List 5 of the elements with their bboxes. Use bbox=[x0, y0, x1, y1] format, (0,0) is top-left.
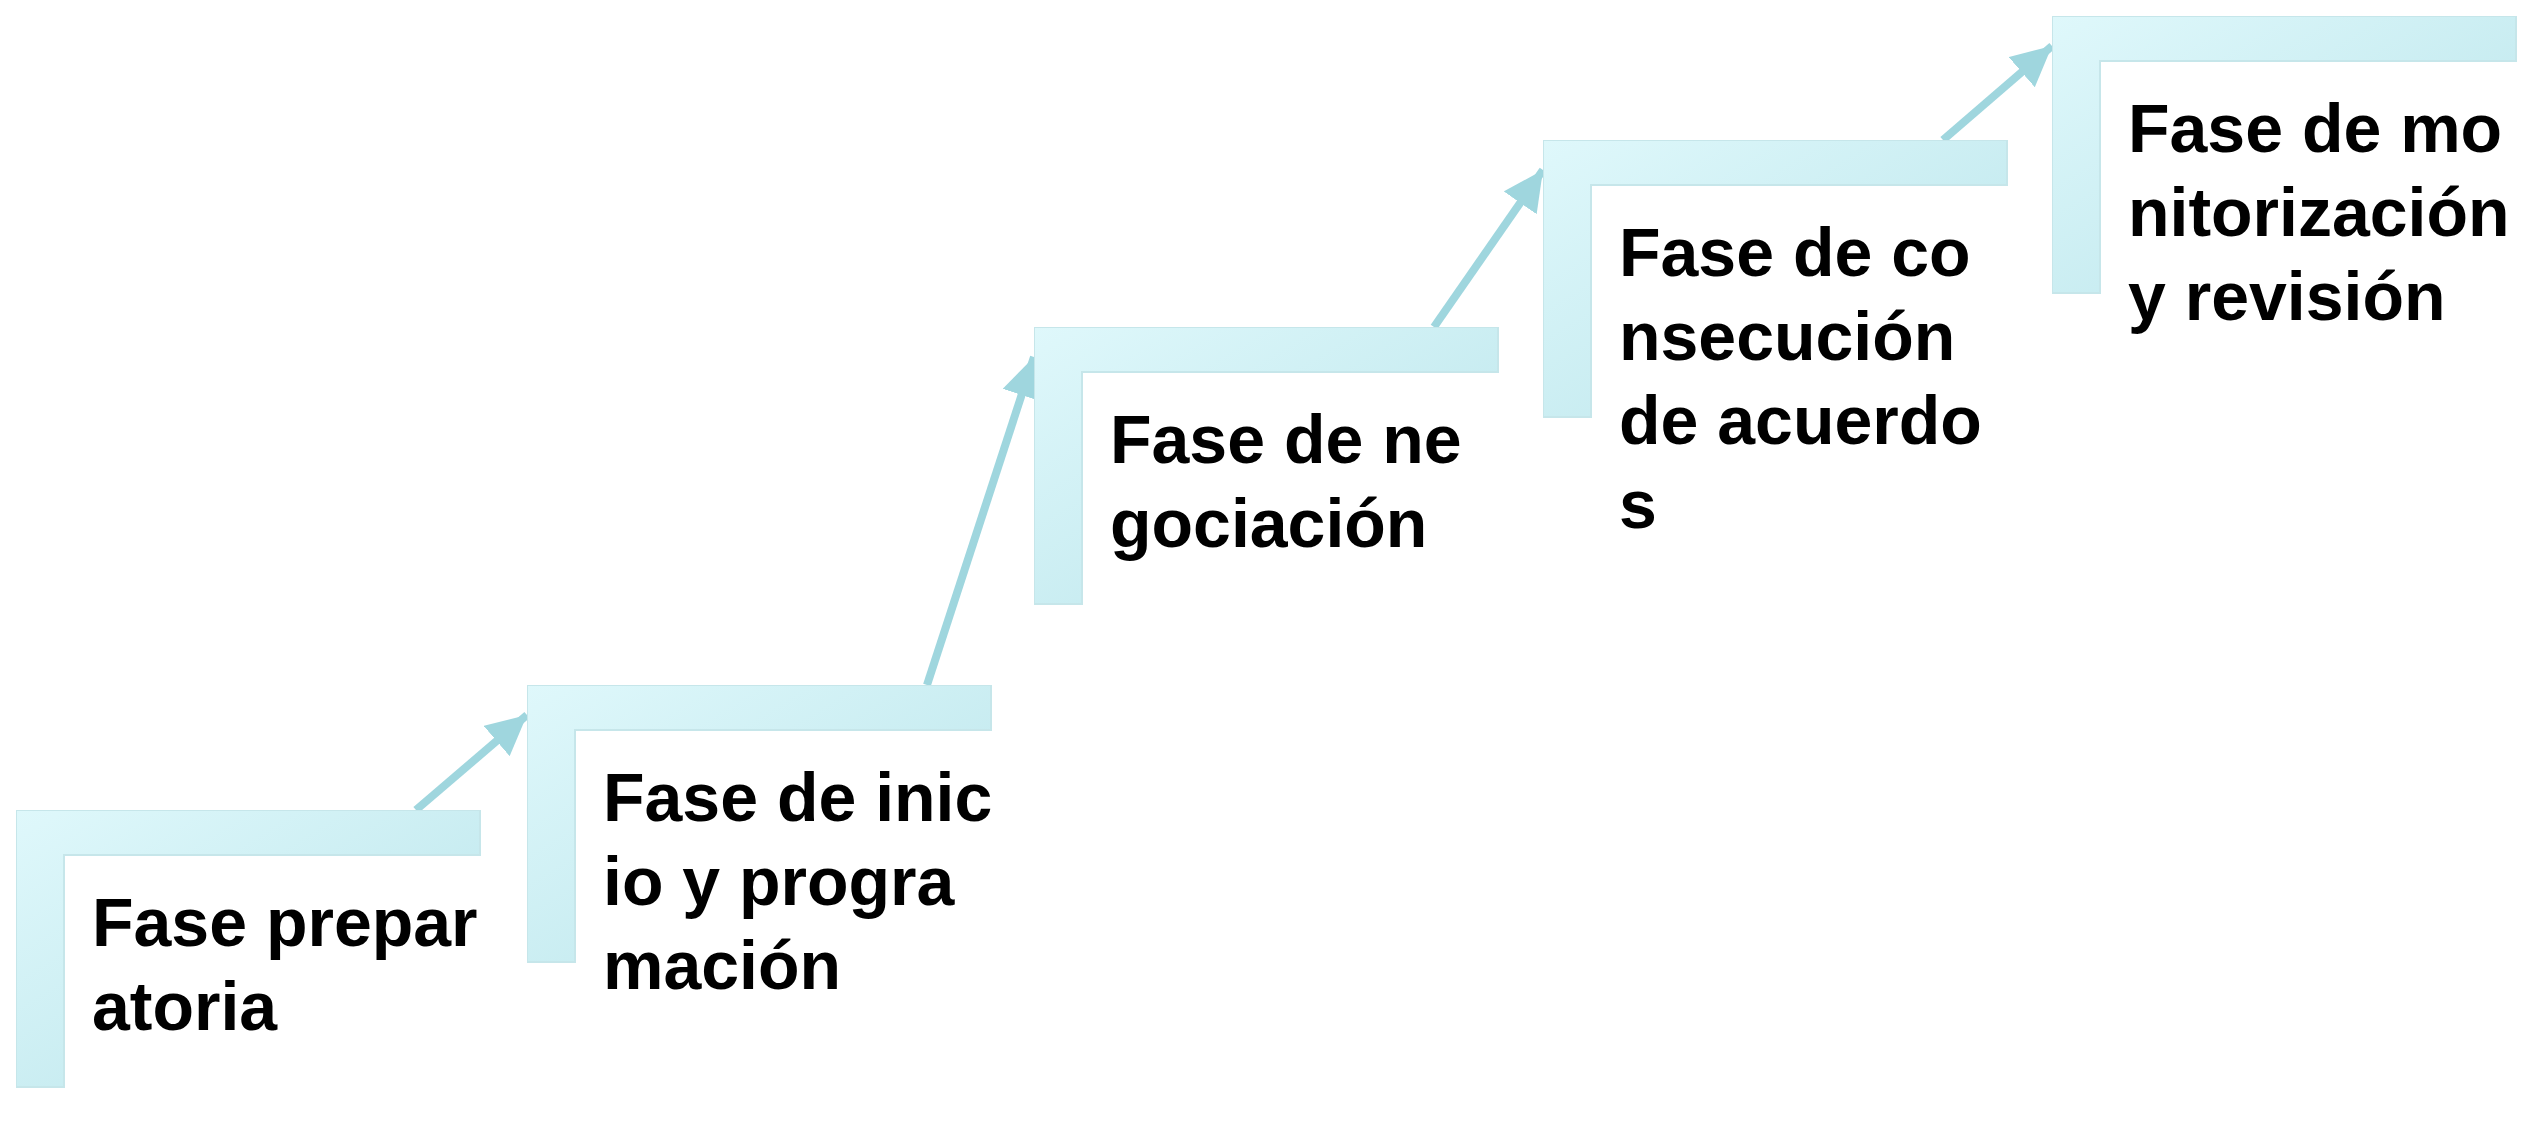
step-label: Fase de consecución de acuerdos bbox=[1619, 213, 1983, 544]
step-label: Fase preparatoria bbox=[92, 883, 479, 1046]
step-label: Fase de monitorización y revisión bbox=[2128, 89, 2511, 336]
step-label: Fase de negociación bbox=[1110, 400, 1463, 563]
step-label: Fase de inicio y programación bbox=[603, 758, 993, 1005]
